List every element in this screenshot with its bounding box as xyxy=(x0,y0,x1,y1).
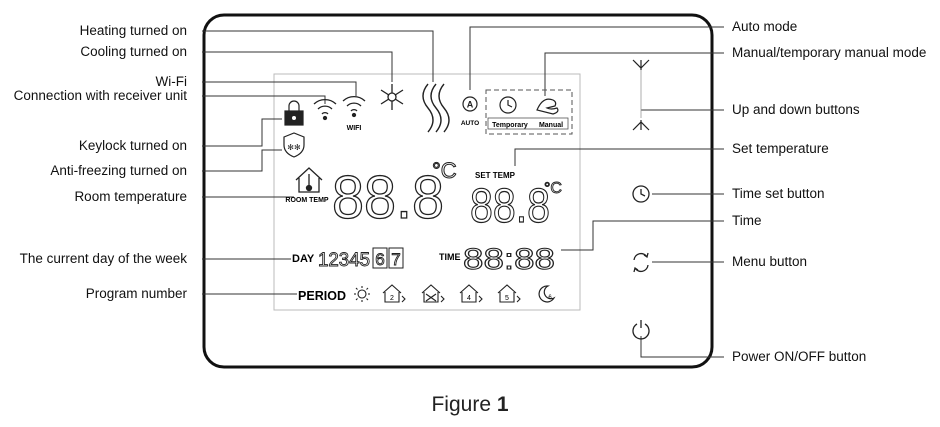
auto-icon: A xyxy=(462,96,478,112)
day-text: DAY xyxy=(292,253,315,265)
lcd-screen xyxy=(273,73,581,311)
hand-icon xyxy=(536,98,559,115)
room-temp-text: ROOM TEMP xyxy=(285,197,328,204)
period-text: PERIOD xyxy=(298,288,346,303)
label-program: Program number xyxy=(85,286,187,301)
home-icon-period-5 xyxy=(497,284,521,303)
set-celsius: °C xyxy=(544,180,562,197)
label-power: Power ON/OFF button xyxy=(732,349,867,364)
day-digits: 12345 xyxy=(318,250,370,271)
period-number-6: 6 xyxy=(548,295,552,301)
receiver-icon xyxy=(313,98,337,121)
moon-icon xyxy=(538,285,556,303)
set-temp-digits: 88.8 xyxy=(470,180,550,233)
heating-icon xyxy=(422,83,450,133)
wifi-text: WIFI xyxy=(347,125,362,132)
figure-caption: Figure 1 xyxy=(0,393,940,417)
label-room-temp: Room temperature xyxy=(74,189,187,204)
device-outline xyxy=(202,13,714,369)
room-temp-digits: 88.8 xyxy=(332,164,444,231)
label-time: Time xyxy=(732,213,762,228)
svg-text:✻✻: ✻✻ xyxy=(287,143,301,152)
label-time-set: Time set button xyxy=(732,186,825,201)
manual-text: Manual xyxy=(539,122,563,129)
snowflake-icon xyxy=(380,84,404,110)
label-updown: Up and down buttons xyxy=(732,102,860,117)
period-number-5: 5 xyxy=(505,295,509,302)
shield-icon: ✻✻ xyxy=(283,132,305,158)
time-digits: 88:88 xyxy=(463,243,555,276)
power-button[interactable] xyxy=(632,320,650,340)
keylock-icon xyxy=(284,100,304,126)
label-cooling: Cooling turned on xyxy=(80,44,187,59)
label-keylock: Keylock turned on xyxy=(78,138,187,153)
day-boxed-6: 6 xyxy=(375,250,384,269)
home-icon-period-4 xyxy=(459,284,483,303)
menu-button[interactable] xyxy=(633,252,649,273)
away-icon-period-3 xyxy=(421,284,445,303)
period-number-2: 2 xyxy=(390,295,394,302)
manual-label-box xyxy=(487,117,569,130)
label-heating: Heating turned on xyxy=(79,23,187,38)
sun-icon xyxy=(354,286,370,302)
label-day: The current day of the week xyxy=(19,251,187,266)
svg-text:A: A xyxy=(467,100,474,110)
set-temp-text: SET TEMP xyxy=(475,171,516,180)
day-box-7 xyxy=(388,247,404,269)
up-down-buttons[interactable] xyxy=(632,59,650,131)
manual-box xyxy=(485,89,573,135)
label-wifi: Wi-Fi xyxy=(155,74,187,89)
home-icon-period-2 xyxy=(382,284,406,303)
caption-number: 1 xyxy=(496,393,509,416)
auto-text: AUTO xyxy=(461,120,479,127)
house-thermometer-icon xyxy=(295,167,323,193)
wifi-icon xyxy=(342,95,366,118)
clock-small-icon xyxy=(499,96,517,114)
day-box-6 xyxy=(372,247,388,269)
label-auto: Auto mode xyxy=(732,19,798,34)
period-number-4: 4 xyxy=(467,295,471,302)
leader-lines-left xyxy=(202,30,434,295)
label-receiver: Connection with receiver unit xyxy=(13,88,187,103)
label-set-temp: Set temperature xyxy=(732,141,829,156)
caption-prefix: Figure xyxy=(431,393,497,416)
day-boxed-7: 7 xyxy=(391,250,400,269)
label-menu: Menu button xyxy=(732,254,808,269)
leader-lines-right xyxy=(469,26,724,358)
temporary-text: Temporary xyxy=(492,122,528,129)
label-antifreeze: Anti-freezing turned on xyxy=(50,163,187,178)
time-text: TIME xyxy=(439,252,461,262)
room-celsius: °C xyxy=(432,158,457,183)
label-manual: Manual/temporary manual mode xyxy=(732,45,927,60)
time-set-button[interactable] xyxy=(632,185,650,203)
